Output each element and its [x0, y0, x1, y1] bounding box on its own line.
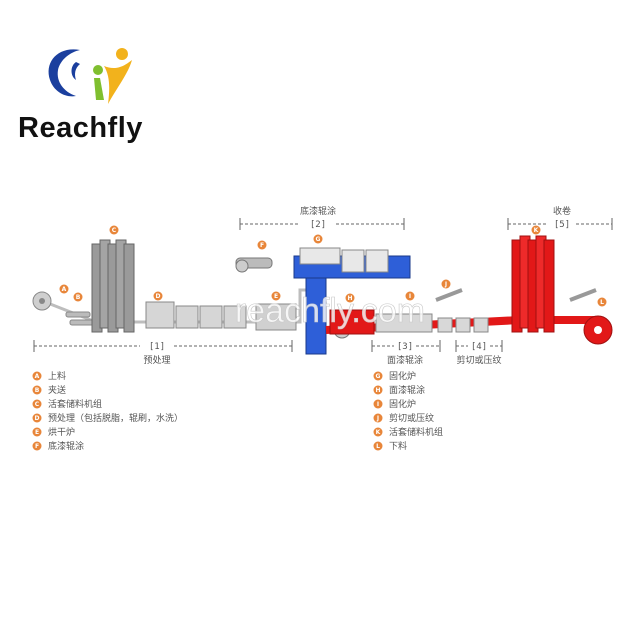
- legend-item-C: C 活套储料机组: [32, 398, 102, 410]
- legend-item-B: B 夹送: [32, 384, 66, 396]
- marker-G: G: [313, 234, 323, 244]
- section-4-bracket: [4] 剪切或压纹: [455, 340, 503, 366]
- section-4-bracket-label: [4]: [471, 342, 487, 352]
- svg-text:固化炉: 固化炉: [389, 398, 416, 410]
- svg-text:D: D: [35, 415, 40, 422]
- watermark: reachfly.com: [235, 292, 425, 330]
- pinch-rolls: [65, 311, 95, 326]
- svg-text:底漆辊涂: 底漆辊涂: [48, 440, 84, 452]
- svg-text:E: E: [35, 429, 39, 436]
- svg-text:K: K: [534, 227, 539, 234]
- marker-L: L: [597, 297, 607, 307]
- legend-item-E: E 烘干炉: [32, 426, 75, 438]
- section-2-title: 底漆辊涂: [300, 205, 336, 217]
- svg-text:面漆辊涂: 面漆辊涂: [389, 384, 425, 396]
- logo-blue-inner: [71, 62, 80, 80]
- marker-K: K: [531, 225, 541, 235]
- svg-text:F: F: [260, 242, 264, 249]
- svg-text:H: H: [375, 387, 380, 394]
- svg-text:下料: 下料: [389, 440, 407, 452]
- reachfly-logo-mark: [48, 48, 132, 104]
- legend-item-G: G 固化炉: [373, 370, 416, 382]
- marker-H: H: [345, 293, 355, 303]
- drying-oven: [255, 303, 297, 331]
- primer-coater-section: [235, 247, 411, 355]
- entry-accumulator: [91, 239, 135, 333]
- marker-D: D: [153, 291, 163, 301]
- legend-right: G 固化炉 H 面漆辊涂 I 固化炉 J 剪切或压纹 K 活套储料机组 L 下料: [373, 370, 443, 452]
- svg-text:烘干炉: 烘干炉: [48, 426, 75, 438]
- legend-item-L: L 下料: [373, 440, 407, 452]
- finish-coater-section: [325, 235, 613, 345]
- svg-text:A: A: [35, 373, 40, 380]
- section-3-bracket-label: [3]: [397, 342, 413, 352]
- svg-text:C: C: [35, 401, 40, 408]
- svg-text:J: J: [376, 415, 379, 422]
- svg-text:H: H: [347, 295, 352, 302]
- svg-text:L: L: [376, 443, 380, 450]
- section-3-title: 面漆辊涂: [387, 354, 423, 366]
- svg-text:A: A: [62, 286, 67, 293]
- svg-text:活套储料机组: 活套储料机组: [389, 426, 443, 438]
- logo-yellow-figure: [104, 60, 132, 104]
- svg-text:C: C: [112, 227, 117, 234]
- svg-text:上料: 上料: [48, 370, 66, 382]
- legend-item-J: J 剪切或压纹: [373, 412, 434, 424]
- svg-text:夹送: 夹送: [48, 384, 66, 396]
- svg-text:K: K: [376, 429, 381, 436]
- svg-text:J: J: [444, 281, 447, 288]
- section-1-title: 预处理: [143, 354, 170, 366]
- section-1-bracket-label: [1]: [149, 342, 165, 352]
- svg-text:预处理（包括脱脂，辊刷，水洗）: 预处理（包括脱脂，辊刷，水洗）: [48, 412, 183, 424]
- svg-text:I: I: [409, 293, 411, 300]
- reachfly-logo: [18, 40, 178, 150]
- logo-wordmark: Reachfly: [18, 112, 143, 144]
- section-5-bracket: 收卷 [5]: [507, 205, 613, 230]
- svg-text:D: D: [156, 293, 161, 300]
- legend-item-D: D 预处理（包括脱脂，辊刷，水洗）: [32, 412, 183, 424]
- legend-left: A 上料 B 夹送 C 活套储料机组 D 预处理（包括脱脂，辊刷，水洗） E 烘干炉 F 底…: [32, 370, 183, 452]
- svg-text:E: E: [274, 293, 278, 300]
- section-2-bracket: 底漆辊涂 [2]: [239, 205, 405, 230]
- section-2-bracket-label: [2]: [310, 220, 326, 230]
- marker-J: J: [441, 279, 451, 289]
- marker-F: F: [257, 240, 267, 250]
- legend-item-A: A 上料: [32, 370, 66, 382]
- svg-text:剪切或压纹: 剪切或压纹: [389, 412, 434, 424]
- svg-text:固化炉: 固化炉: [389, 370, 416, 382]
- marker-I: I: [405, 291, 415, 301]
- svg-text:L: L: [600, 299, 604, 306]
- section-1-bracket: [1] 预处理: [33, 340, 293, 366]
- marker-A: A: [59, 284, 69, 294]
- logo-green-dot: [93, 65, 103, 75]
- svg-text:G: G: [376, 373, 381, 380]
- marker-E: E: [271, 291, 281, 301]
- logo-yellow-dot: [116, 48, 128, 60]
- svg-text:B: B: [76, 294, 81, 301]
- logo-blue-swoosh: [48, 49, 80, 97]
- svg-text:活套储料机组: 活套储料机组: [48, 398, 102, 410]
- legend-item-H: H 面漆辊涂: [373, 384, 425, 396]
- legend-item-I: I 固化炉: [373, 398, 416, 410]
- uncoiler: [32, 291, 52, 311]
- section-3-bracket: [3] 面漆辊涂: [371, 340, 441, 366]
- logo-green-body: [94, 78, 104, 100]
- section-4-title: 剪切或压纹: [456, 354, 501, 366]
- legend-item-K: K 活套储料机组: [373, 426, 443, 438]
- svg-text:I: I: [377, 401, 379, 408]
- svg-text:G: G: [316, 236, 321, 243]
- svg-text:B: B: [35, 387, 40, 394]
- svg-text:F: F: [35, 443, 39, 450]
- legend-item-F: F 底漆辊涂: [32, 440, 84, 452]
- section-5-bracket-label: [5]: [554, 220, 570, 230]
- marker-C: C: [109, 225, 119, 235]
- pretreatment-tanks: [145, 301, 247, 329]
- marker-B: B: [73, 292, 83, 302]
- section-5-title: 收卷: [553, 205, 571, 217]
